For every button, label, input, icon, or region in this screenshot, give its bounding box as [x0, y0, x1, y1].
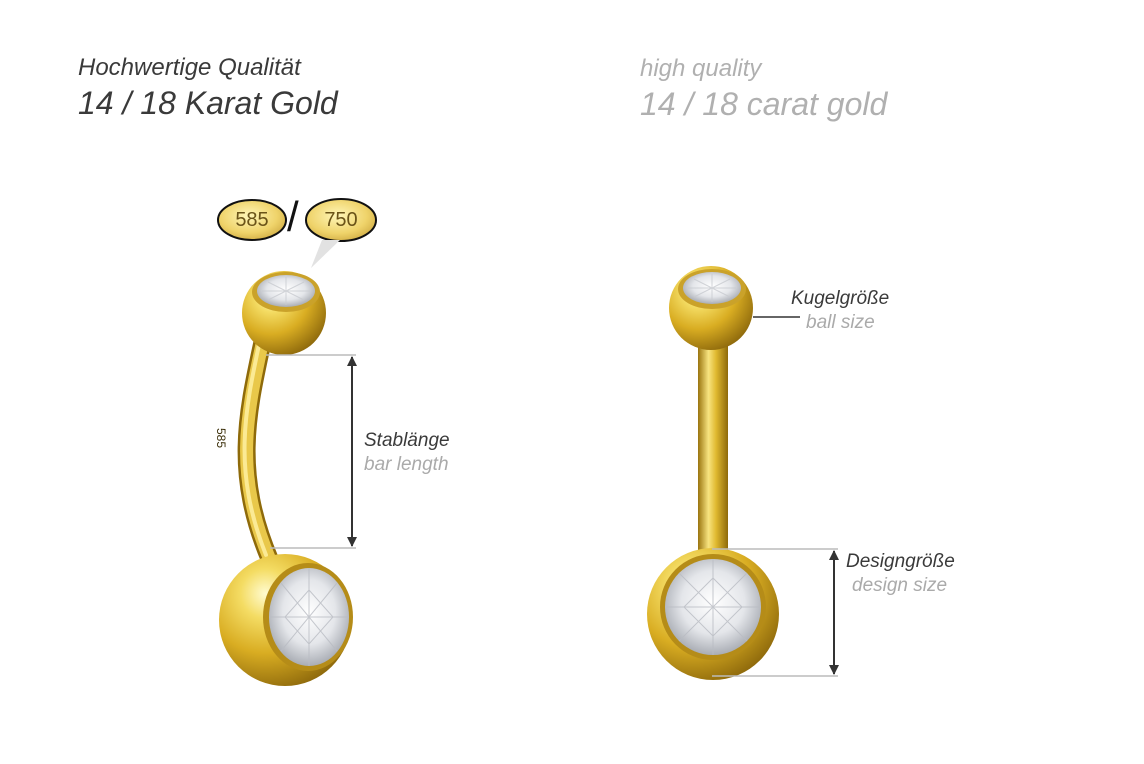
hallmark-750-text: 750: [324, 209, 358, 231]
title-de-line2: 14 / 18 Karat Gold: [78, 85, 338, 121]
design-size-label-en: design size: [852, 575, 948, 596]
hallmark-separator: /: [287, 193, 299, 240]
hallmark-585-text: 585: [235, 209, 269, 231]
title-en-line2: 14 / 18 carat gold: [640, 86, 888, 122]
title-de-line1: Hochwertige Qualität: [78, 54, 301, 81]
design-size-dimension: [712, 548, 839, 677]
design-size-label-de: Designgröße: [846, 551, 955, 572]
hallmark-585-oval: [217, 199, 287, 241]
bar-engraving: 585: [214, 428, 228, 449]
title-en-line1: high quality: [640, 55, 762, 82]
ball-size-label-en: ball size: [806, 312, 875, 333]
callout-pointer: [311, 240, 340, 268]
bar-length-dimension: [266, 354, 357, 549]
straight-navel-piercing: [647, 266, 779, 680]
curved-banana-piercing: [219, 271, 353, 686]
ball-size-label-de: Kugelgröße: [791, 288, 890, 309]
hallmark-750-oval: [305, 198, 377, 242]
bar-length-label-de: Stablänge: [364, 430, 450, 451]
bar-length-label-en: bar length: [364, 454, 449, 475]
